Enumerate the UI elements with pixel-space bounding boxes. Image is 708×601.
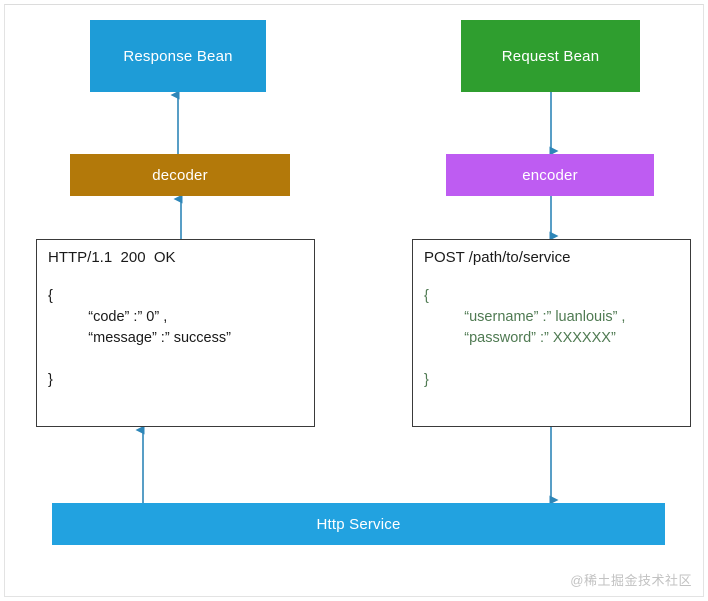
node-http-service-label: Http Service [316, 515, 401, 533]
node-decoder[interactable]: decoder [70, 154, 290, 196]
node-encoder[interactable]: encoder [446, 154, 654, 196]
node-response-bean[interactable]: Response Bean [90, 20, 266, 92]
watermark-text: @稀土掘金技术社区 [570, 573, 692, 588]
node-decoder-label: decoder [152, 166, 208, 184]
request-request-line: POST /path/to/service [424, 249, 571, 266]
node-response-bean-label: Response Bean [123, 47, 233, 65]
node-encoder-label: encoder [522, 166, 578, 184]
node-request-bean-label: Request Bean [501, 47, 600, 65]
request-json-body: { “username” :” luanlouis” , “password” … [424, 288, 626, 388]
node-http-service[interactable]: Http Service [52, 503, 665, 545]
response-json-body: { “code” :” 0” , “message” :” success” } [48, 288, 231, 388]
node-request-bean[interactable]: Request Bean [461, 20, 640, 92]
response-status-line: HTTP/1.1 200 OK [48, 249, 176, 266]
message-box-response: HTTP/1.1 200 OK { “code” :” 0” , “messag… [36, 239, 315, 427]
message-box-request: POST /path/to/service { “username” :” lu… [412, 239, 691, 427]
